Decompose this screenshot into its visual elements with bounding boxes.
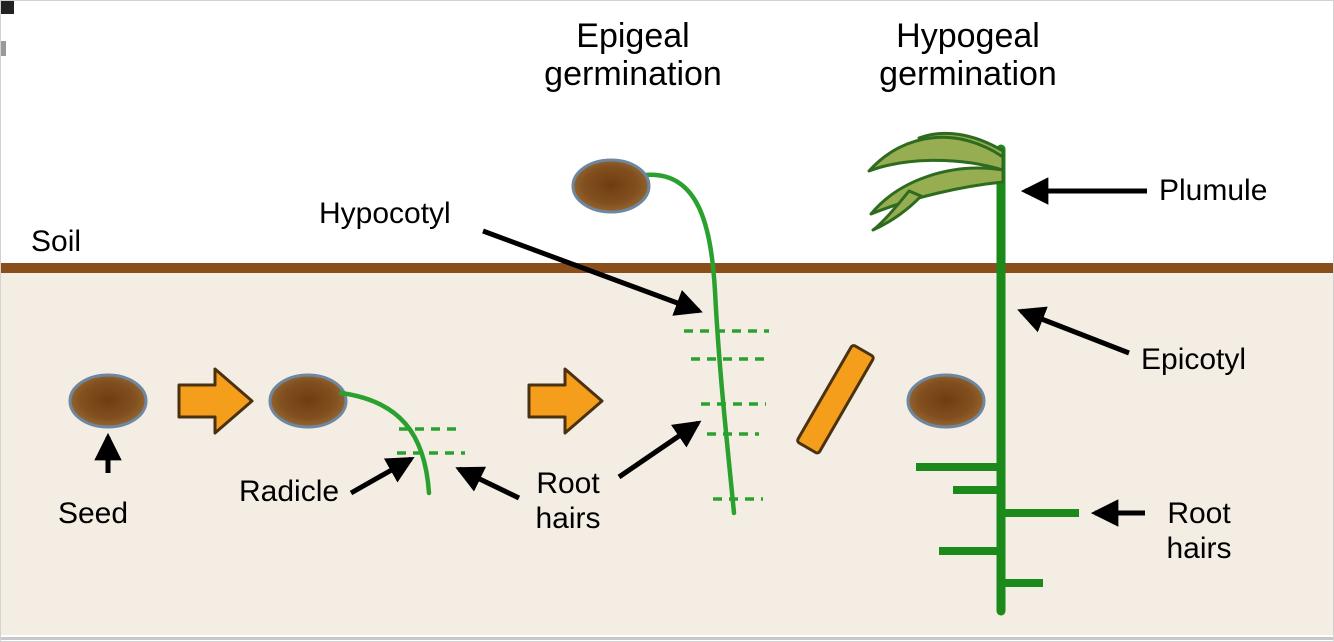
root-hairs-right-label-line1: Root [1167,497,1231,530]
corner-artifact [1,1,14,14]
epigeal-title-line2: germination [544,55,722,93]
hypocotyl-label: Hypocotyl [319,197,451,230]
hypogeal-seed [906,373,986,429]
step-bar-3 [796,344,875,455]
root-hairs-left-label-line1: Root [536,467,600,500]
soil-label: Soil [31,225,81,258]
root-hairs-left-pointer-arrow-1 [455,466,521,501]
bottom-edge [1,637,1333,640]
hypocotyl-pointer-arrow [482,228,703,316]
step-arrow-2 [527,367,604,435]
root-hairs-left-label-line2: hairs [535,502,600,535]
root-hairs-left-pointer-arrow-2 [617,420,702,480]
radicle-pointer-arrow [349,456,415,496]
soil-region [1,273,1333,635]
seed-stage2 [268,373,348,429]
seed-stage1 [68,373,148,429]
root-hairs-right-label-line2: hairs [1166,532,1231,565]
epicotyl-pointer-arrow [1017,306,1130,356]
radicle-label: Radicle [239,475,339,508]
epicotyl-label: Epicotyl [1141,343,1246,376]
hypogeal-title-line1: Hypogeal [896,17,1040,55]
step-arrow-1 [177,367,254,435]
radicle-sprout [338,390,432,496]
plumule-label: Plumule [1159,174,1267,207]
plumule-leaf-4 [871,189,923,232]
epigeal-hypocotyl-stem [642,172,737,516]
edge-artifact [1,41,6,56]
seed-label: Seed [58,497,128,530]
epigeal-title-line1: Epigeal [576,17,689,55]
plumule-leaf-2 [867,135,1005,173]
plumule-leaf-3 [869,166,1005,216]
hypogeal-title-line2: germination [879,55,1057,93]
epigeal-seed [571,158,651,214]
soil-surface-line [1,263,1333,273]
